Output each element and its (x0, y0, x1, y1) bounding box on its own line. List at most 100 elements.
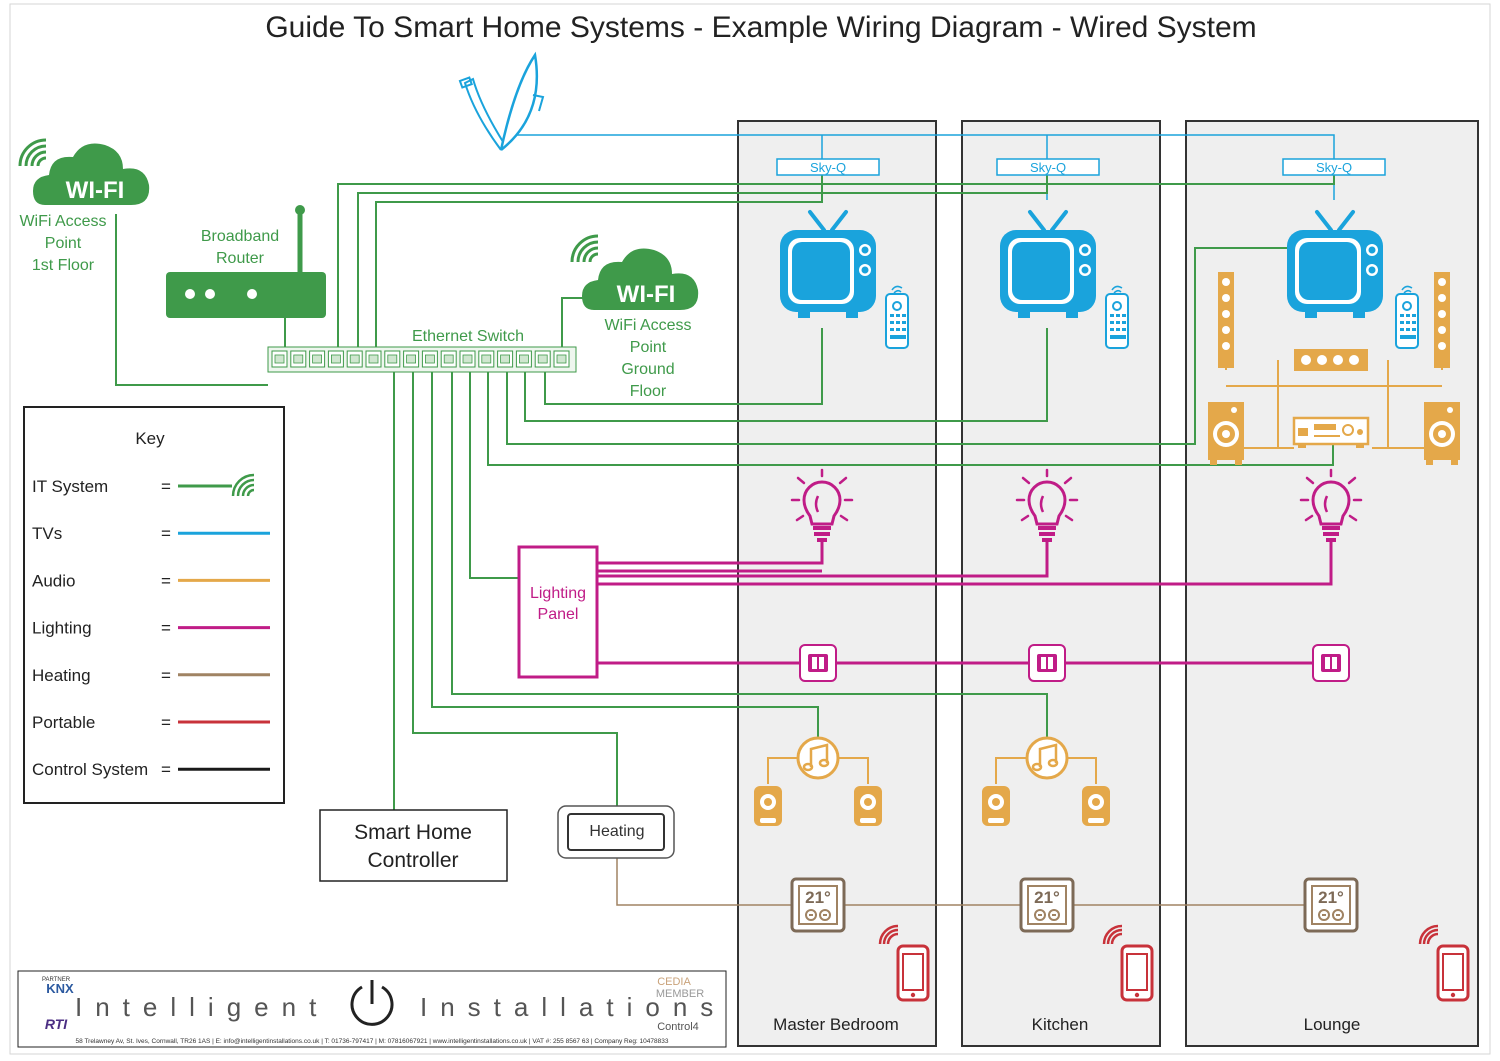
thermostat: 21° (1303, 877, 1359, 933)
legend-item: Heating = (32, 666, 270, 685)
switch-ports (271, 350, 570, 368)
wifi-label-line: WiFi Access (604, 317, 691, 334)
heating-label: Heating (589, 823, 644, 840)
partner-label: PARTNER (42, 977, 71, 983)
legend-title: Key (135, 429, 165, 448)
sky-q-label: Sky-Q (1316, 160, 1352, 175)
music-note-icon (1025, 736, 1069, 780)
sky-q-label: Sky-Q (810, 160, 846, 175)
wifi-badge: WI-FI (66, 177, 125, 204)
thermostat-value: 21° (1034, 888, 1060, 907)
legend-item-label: Control System (32, 760, 148, 779)
legend-item-label: Portable (32, 713, 95, 732)
legend-item: Portable = (32, 713, 270, 732)
ethernet-port-icon (384, 350, 401, 368)
legend-equals: = (161, 524, 171, 543)
ethernet-port-icon (497, 350, 514, 368)
controller-label-line: Smart Home (354, 821, 472, 844)
legend-equals: = (161, 571, 171, 590)
legend-items: IT System=TVs=Audio=Lighting=Heating=Por… (32, 477, 270, 779)
light-switch-icon (799, 644, 837, 682)
legend-item-label: Heating (32, 666, 91, 685)
floor-speaker-icon (1424, 402, 1460, 465)
speaker-icon (1082, 786, 1110, 826)
sky-q-boxes: Sky-Q Sky-Q Sky-Q (776, 158, 1386, 176)
thermostat: 21° (1019, 877, 1075, 933)
sky-q-label: Sky-Q (1030, 160, 1066, 175)
ethernet-port-icon (515, 350, 532, 368)
page-frame (9, 3, 1491, 1055)
power-icon (350, 980, 394, 1026)
thermostat: 21° (790, 877, 846, 933)
wifi-access-point-ground-floor: WI-FI WiFi Access Point Ground Floor (570, 234, 699, 400)
room-name: Kitchen (1032, 1015, 1089, 1034)
remote-icon (1395, 285, 1419, 349)
controller-label-line: Controller (367, 849, 458, 872)
router-icon (166, 205, 326, 318)
tower-speaker-icon (1434, 272, 1450, 368)
legend-equals: = (161, 477, 171, 496)
page-title: Guide To Smart Home Systems - Example Wi… (265, 11, 1256, 44)
ethernet-port-icon (459, 350, 476, 368)
music-note-icon (796, 736, 840, 780)
room-name: Master Bedroom (773, 1015, 899, 1034)
ethernet-port-icon (365, 350, 382, 368)
ethernet-port-icon (309, 350, 326, 368)
brand-name-right: Installations (420, 992, 726, 1022)
lighting-wiring (598, 540, 1333, 665)
it-wiring (115, 175, 1335, 810)
remote-icon (1105, 285, 1129, 349)
centre-speaker-icon (1294, 349, 1368, 371)
footer: PARTNER KNX RTI Intelligent Installation… (17, 970, 727, 1048)
wifi-label-line: Ground (621, 361, 674, 378)
wifi-access-point-first-floor: WI-FI WiFi Access Point 1st Floor (18, 138, 150, 274)
legend-box (23, 406, 285, 804)
heating-controller: Heating (557, 805, 675, 859)
wifi-label-line: 1st Floor (32, 257, 95, 274)
knx-logo: KNX (46, 981, 74, 996)
light-switch-icon (1312, 644, 1350, 682)
light-switch-icon (1028, 644, 1066, 682)
legend-item-label: IT System (32, 477, 108, 496)
legend-equals: = (161, 713, 171, 732)
cedia-label: CEDIA (657, 976, 691, 988)
lounge-audio-system (1208, 272, 1460, 465)
ethernet-port-icon (440, 350, 457, 368)
floor-speaker-icon (1208, 402, 1244, 465)
lighting-panel-label-line: Lighting (530, 585, 586, 602)
ethernet-port-icon (421, 350, 438, 368)
legend-item: TVs = (32, 524, 270, 543)
wifi-label-line: Point (630, 339, 667, 356)
smart-home-controller: Smart Home Controller (319, 809, 508, 882)
legend-item-label: Lighting (32, 619, 92, 638)
ethernet-port-icon (534, 350, 551, 368)
legend-item-label: TVs (32, 524, 62, 543)
ethernet-port-icon (271, 350, 288, 368)
wifi-icon (231, 473, 255, 497)
legend-item: Audio = (32, 571, 270, 590)
router-label-line: Broadband (201, 228, 279, 245)
legend-equals: = (161, 666, 171, 685)
tower-speaker-icon (1218, 272, 1234, 368)
ethernet-port-icon (403, 350, 420, 368)
wifi-label-line: Floor (630, 383, 667, 400)
legend-item-label: Audio (32, 571, 75, 590)
legend-item: Lighting= (32, 619, 270, 638)
wifi-label-line: Point (45, 235, 82, 252)
wifi-badge: WI-FI (617, 281, 676, 308)
remote-icon (885, 285, 909, 349)
ethernet-port-icon (327, 350, 344, 368)
wifi-icon (18, 138, 48, 168)
control4-logo: Control4 (657, 1021, 699, 1033)
router-label-line: Router (216, 250, 265, 267)
contact-details: 58 Trelawney Av, St. Ives, Cornwall, TR2… (76, 1038, 669, 1045)
thermostat-value: 21° (1318, 888, 1344, 907)
rti-logo: RTI (45, 1016, 68, 1032)
sky-q-box (1282, 158, 1386, 176)
legend-equals: = (161, 760, 171, 779)
speaker-icon (854, 786, 882, 826)
heating-wiring (616, 858, 1306, 906)
ethernet-port-icon (478, 350, 495, 368)
satellite-dish-icon (458, 51, 545, 151)
